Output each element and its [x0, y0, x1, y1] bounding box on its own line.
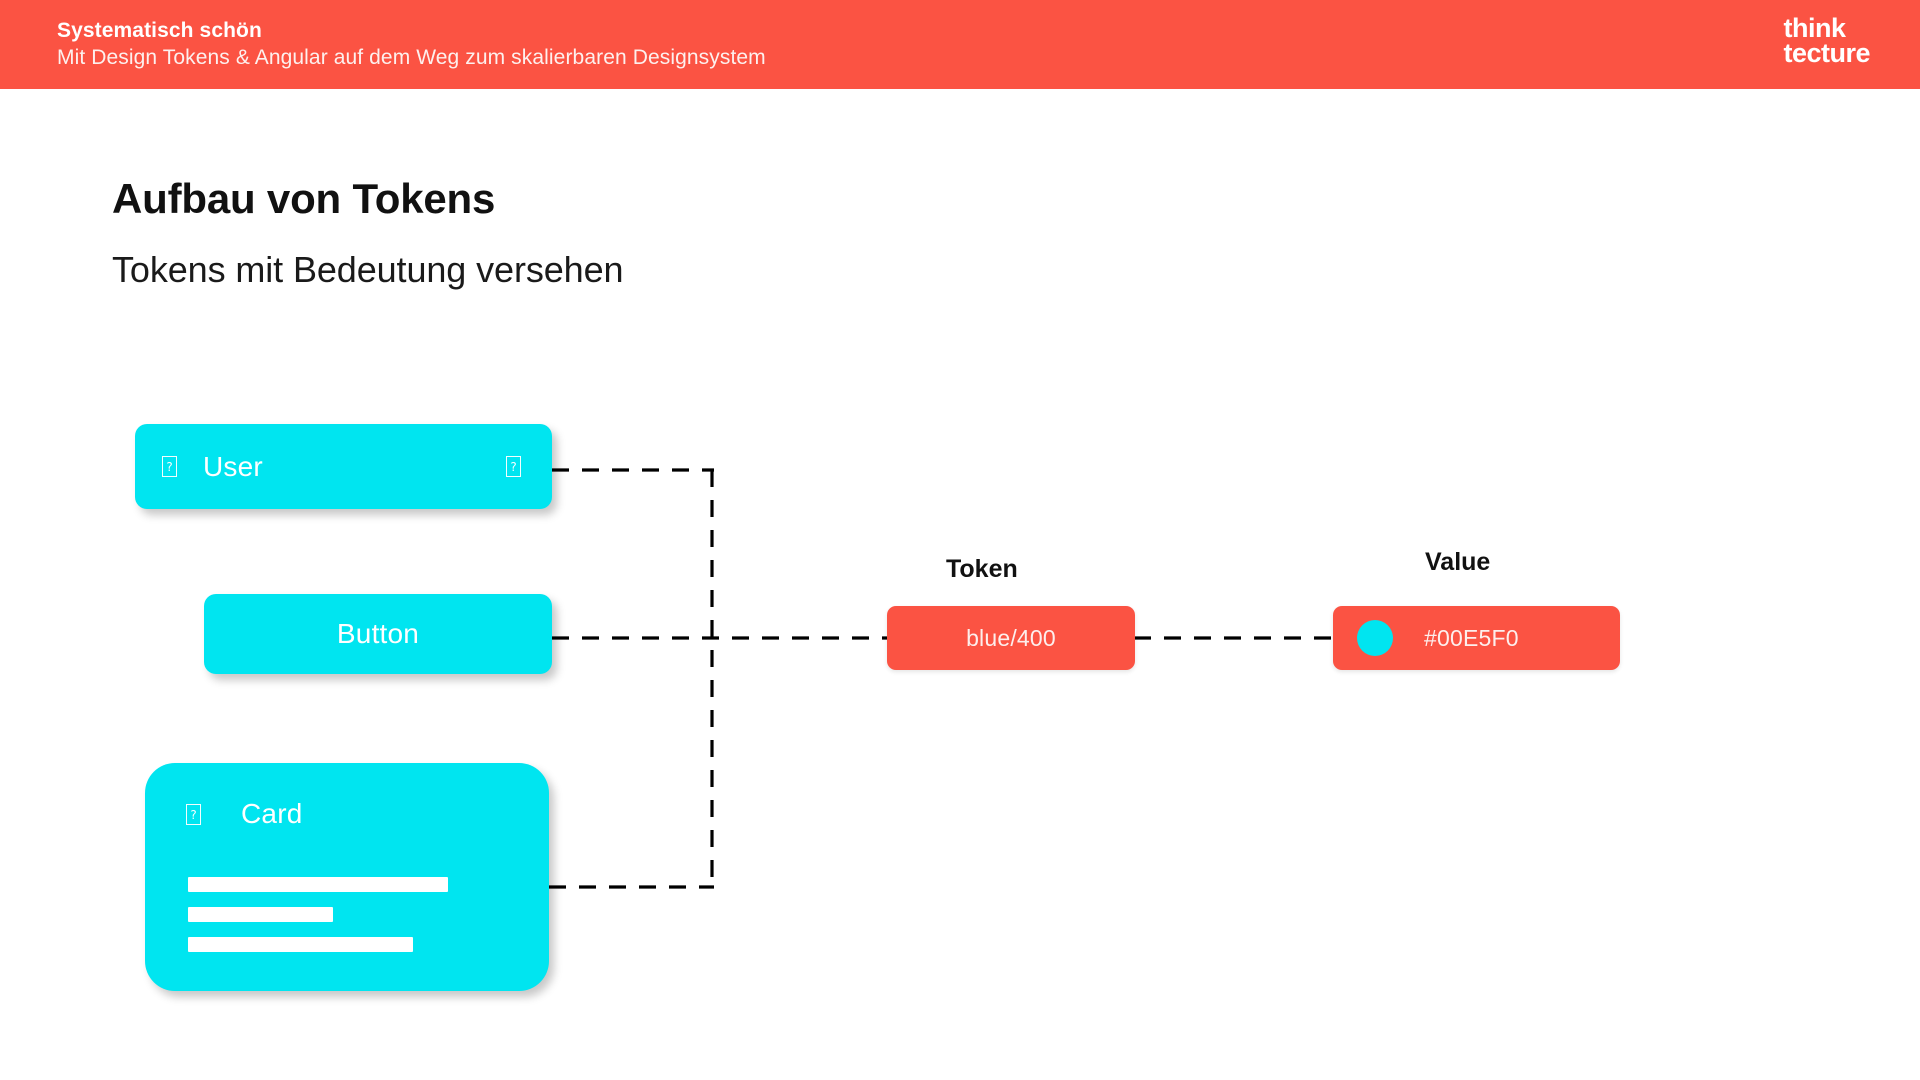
- token-pill[interactable]: blue/400: [887, 606, 1135, 670]
- card-placeholder-bar: [188, 907, 333, 922]
- value-pill[interactable]: #00E5F0: [1333, 606, 1620, 670]
- logo-line-tecture: tecture: [1783, 37, 1870, 68]
- component-card-label: Card: [241, 798, 303, 829]
- card-header-row: ? Card: [145, 763, 549, 830]
- column-heading-value: Value: [1425, 548, 1491, 576]
- page-title: Aufbau von Tokens: [112, 175, 496, 222]
- card-placeholder-bar: [188, 877, 448, 892]
- component-button[interactable]: Button: [204, 594, 552, 674]
- color-swatch-icon: [1357, 620, 1393, 656]
- component-user-label: User: [203, 450, 263, 482]
- column-heading-token: Token: [946, 555, 1018, 583]
- component-button-label: Button: [336, 618, 420, 649]
- page-subtitle: Tokens mit Bedeutung versehen: [112, 249, 624, 290]
- slide-header-bar: Systematisch schön Mit Design Tokens & A…: [0, 0, 1920, 89]
- card-placeholder-bar: [188, 937, 413, 952]
- presentation-title: Systematisch schön: [57, 19, 262, 42]
- component-card[interactable]: ? Card: [145, 763, 549, 991]
- value-hex: #00E5F0: [1424, 624, 1519, 651]
- component-user[interactable]: ? User ?: [135, 424, 552, 509]
- token-name: blue/400: [966, 624, 1056, 651]
- missing-glyph-icon-user-leading: ?: [162, 456, 177, 477]
- missing-glyph-icon-user-trailing: ?: [506, 456, 521, 477]
- logo-line-think: think: [1783, 13, 1846, 43]
- presentation-subtitle: Mit Design Tokens & Angular auf dem Weg …: [57, 46, 766, 69]
- missing-glyph-icon-card-leading: ?: [186, 803, 201, 825]
- thinktecture-logo: think tecture: [1783, 13, 1870, 68]
- card-placeholder-bars: [188, 877, 448, 967]
